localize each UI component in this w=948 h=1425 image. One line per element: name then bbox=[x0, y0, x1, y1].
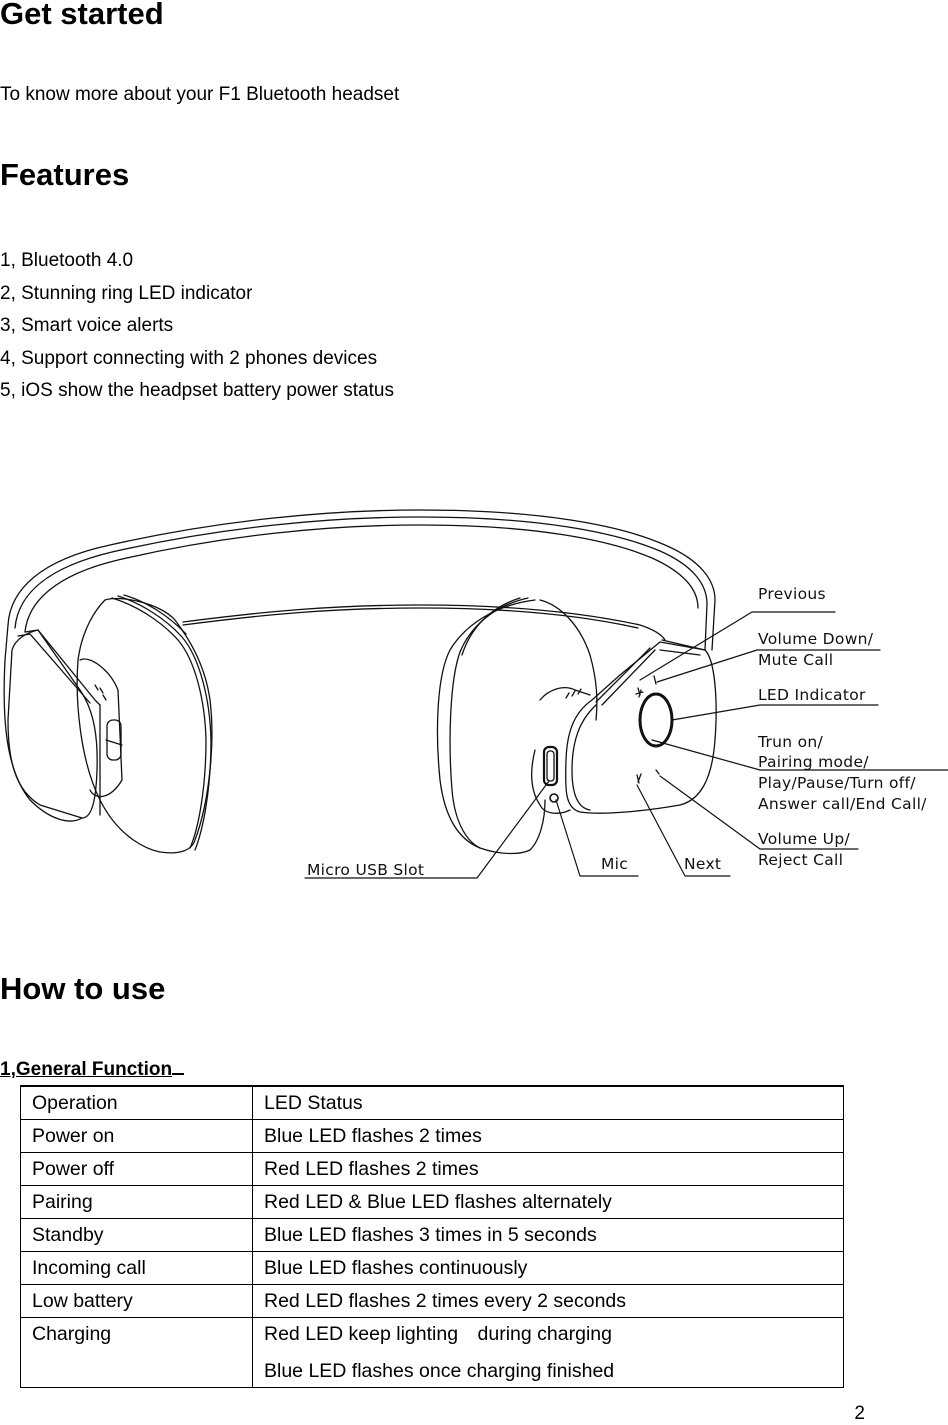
callout-mute-call: Mute Call bbox=[758, 651, 834, 669]
headphone-illustration bbox=[3, 509, 948, 879]
features-heading: Features bbox=[0, 157, 130, 192]
page-number: 2 bbox=[854, 1403, 865, 1424]
callout-reject-call: Reject Call bbox=[758, 851, 844, 869]
feature-item: 5, iOS show the headpset battery power s… bbox=[0, 380, 394, 401]
callout-mic: Mic bbox=[601, 855, 629, 873]
cell-operation: Incoming call bbox=[20, 1251, 253, 1285]
table-row: Low battery Red LED flashes 2 times ever… bbox=[20, 1284, 844, 1318]
callout-answer-call: Answer call/End Call/ bbox=[758, 795, 927, 813]
table-row: Standby Blue LED flashes 3 times in 5 se… bbox=[20, 1218, 844, 1252]
feature-item: 2, Stunning ring LED indicator bbox=[0, 282, 253, 304]
cell-operation: Standby bbox=[20, 1218, 253, 1252]
cell-operation: Charging bbox=[20, 1317, 253, 1388]
table-row: Power on Blue LED flashes 2 times bbox=[20, 1119, 844, 1153]
table-header-row: Operation LED Status bbox=[20, 1085, 844, 1120]
underline-extension bbox=[172, 1057, 185, 1075]
callout-volume-down: Volume Down/ bbox=[758, 630, 874, 648]
cell-status: Red LED flashes 2 times bbox=[252, 1152, 844, 1186]
get-started-heading: Get started bbox=[0, 0, 164, 31]
header-operation: Operation bbox=[20, 1085, 253, 1120]
table-row: Incoming call Blue LED flashes continuou… bbox=[20, 1251, 844, 1285]
cell-status: Blue LED flashes 3 times in 5 seconds bbox=[252, 1218, 844, 1252]
callout-micro-usb: Micro USB Slot bbox=[307, 861, 425, 879]
cell-status: Red LED keep lighting during charging Bl… bbox=[252, 1317, 844, 1388]
feature-item: 3, Smart voice alerts bbox=[0, 315, 174, 336]
feature-item: 4, Support connecting with 2 phones devi… bbox=[0, 347, 378, 369]
cell-operation: Low battery bbox=[20, 1284, 253, 1318]
feature-item: 1, Bluetooth 4.0 bbox=[0, 250, 134, 271]
cell-operation: Power on bbox=[20, 1119, 253, 1153]
callout-pairing-mode: Pairing mode/ bbox=[758, 753, 869, 771]
callout-volume-up: Volume Up/ bbox=[758, 830, 850, 848]
general-function-label: 1,General Function bbox=[0, 1059, 173, 1080]
general-function-subheading: 1,General Function bbox=[0, 1057, 185, 1081]
led-status-table: Operation LED Status Power on Blue LED f… bbox=[20, 1085, 844, 1388]
cell-operation: Power off bbox=[20, 1152, 253, 1186]
callout-next: Next bbox=[684, 855, 722, 873]
callout-led-indicator: LED Indicator bbox=[758, 686, 866, 704]
headphone-diagram: Previous Volume Down/ Mute Call LED Indi… bbox=[0, 490, 948, 900]
table-row: Charging Red LED keep lighting during ch… bbox=[20, 1317, 844, 1388]
callout-turn-on: Trun on/ bbox=[758, 733, 824, 751]
table-row: Power off Red LED flashes 2 times bbox=[20, 1152, 844, 1186]
cell-status: Red LED flashes 2 times every 2 seconds bbox=[252, 1284, 844, 1318]
cell-status: Red LED & Blue LED flashes alternately bbox=[252, 1185, 844, 1219]
intro-text: To know more about your F1 Bluetooth hea… bbox=[0, 84, 400, 105]
cell-status: Blue LED flashes 2 times bbox=[252, 1119, 844, 1153]
header-led-status: LED Status bbox=[252, 1085, 844, 1120]
cell-operation: Pairing bbox=[20, 1185, 253, 1219]
cell-status: Blue LED flashes continuously bbox=[252, 1251, 844, 1285]
table-row: Pairing Red LED & Blue LED flashes alter… bbox=[20, 1185, 844, 1219]
callout-previous: Previous bbox=[758, 585, 826, 603]
cell-status-line-1: Red LED keep lighting during charging bbox=[264, 1323, 612, 1345]
callout-play-pause: Play/Pause/Turn off/ bbox=[758, 774, 916, 792]
how-to-use-heading: How to use bbox=[0, 971, 166, 1006]
cell-status-line-2: Blue LED flashes once charging finished bbox=[264, 1360, 615, 1382]
features-list: 1, Bluetooth 4.0 2, Stunning ring LED in… bbox=[0, 245, 394, 408]
